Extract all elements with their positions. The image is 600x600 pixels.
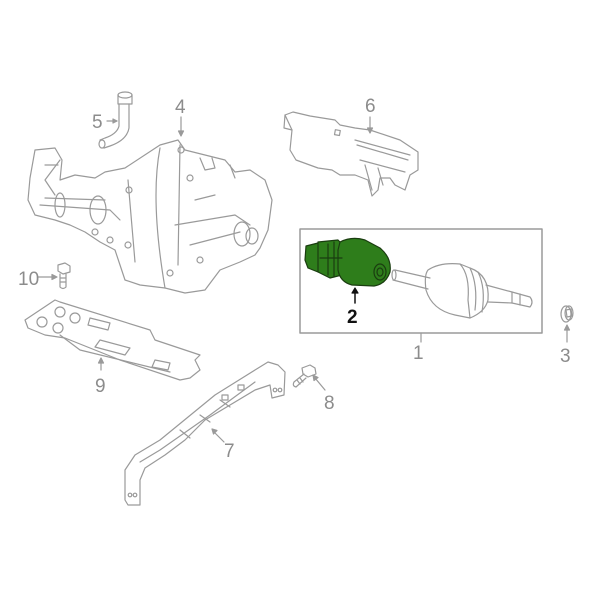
arrow-3 (563, 324, 571, 331)
arrow-2 (351, 287, 359, 294)
callout-7[interactable]: 7 (224, 441, 235, 462)
leader-line-7 (213, 431, 225, 443)
cv-boot-highlighted-part[interactable] (304, 237, 391, 287)
callout-6[interactable]: 6 (365, 96, 376, 117)
actuator-part[interactable] (283, 111, 419, 197)
arrow-10 (51, 273, 58, 281)
callout-4[interactable]: 4 (175, 97, 186, 118)
axle-shaft-part[interactable] (391, 263, 533, 319)
callout-8[interactable]: 8 (324, 393, 335, 414)
arrow-8 (312, 374, 319, 382)
hub-nut-part[interactable] (560, 305, 574, 323)
callout-5[interactable]: 5 (92, 112, 103, 133)
crossmember-bracket-part[interactable] (124, 361, 286, 506)
arrow-4 (177, 130, 185, 137)
bolt-part-10[interactable] (57, 262, 71, 290)
arrow-5 (112, 118, 118, 124)
arrow-9 (97, 357, 105, 364)
callout-10[interactable]: 10 (18, 269, 40, 290)
skid-plate-part[interactable] (24, 299, 201, 381)
bolt-part-8[interactable] (292, 364, 317, 388)
front-differential-part[interactable] (27, 139, 273, 294)
arrow-6 (366, 127, 374, 134)
arrow-7 (211, 428, 218, 435)
callout-9[interactable]: 9 (95, 376, 106, 397)
callout-1[interactable]: 1 (413, 343, 424, 364)
leader-line-8 (314, 377, 326, 391)
callout-3[interactable]: 3 (560, 346, 571, 367)
vent-hose-part[interactable] (98, 91, 133, 149)
callout-2[interactable]: 2 (347, 307, 358, 328)
